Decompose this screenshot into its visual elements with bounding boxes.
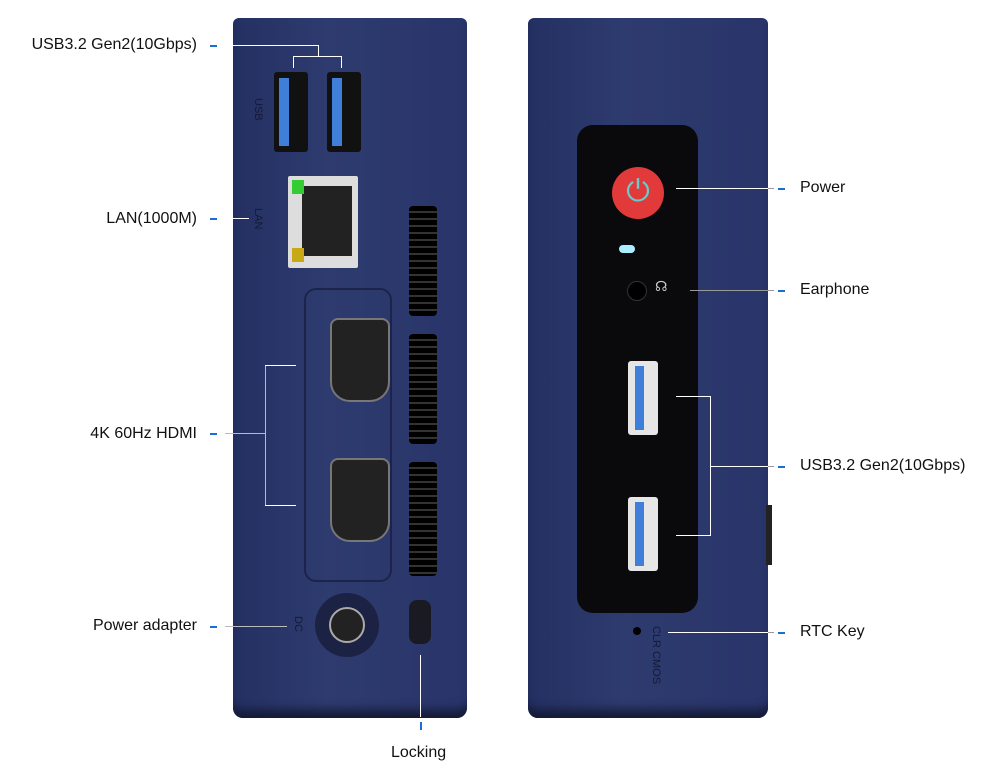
label-rtc-key: RTC Key <box>800 623 865 640</box>
dc-print: DC <box>292 616 304 632</box>
label-usb-front: USB3.2 Gen2(10Gbps) <box>800 457 966 474</box>
hdmi-port-2 <box>330 458 390 542</box>
power-icon: ⏻ <box>626 175 650 208</box>
label-hdmi: 4K 60Hz HDMI <box>90 425 197 442</box>
headphone-icon: ☊ <box>655 278 668 294</box>
label-locking: Locking <box>391 744 447 761</box>
label-usb-rear: USB3.2 Gen2(10Gbps) <box>31 36 197 53</box>
label-power: Power <box>800 179 846 196</box>
hdmi-port-1 <box>330 318 390 402</box>
front-usb-port-2 <box>628 497 658 571</box>
vent <box>409 462 437 576</box>
status-led <box>619 245 635 253</box>
front-usb-port-1 <box>628 361 658 435</box>
usb-print: USB <box>252 98 264 121</box>
lan-port <box>288 176 358 268</box>
dc-jack <box>315 593 379 657</box>
vent <box>409 206 437 316</box>
label-earphone: Earphone <box>800 281 870 298</box>
clr-cmos-print: CLR CMOS <box>650 626 662 685</box>
usb-port-1 <box>274 72 308 152</box>
usb-port-2 <box>327 72 361 152</box>
rtc-key-hole <box>633 627 641 635</box>
vent <box>409 334 437 444</box>
earphone-jack <box>627 281 647 301</box>
side-button <box>766 505 772 565</box>
label-lan: LAN(1000M) <box>106 210 197 227</box>
lock-slot <box>409 600 431 644</box>
hdmi-panel <box>304 288 392 582</box>
lan-print: LAN <box>252 208 264 230</box>
power-button[interactable]: ⏻ <box>612 167 664 219</box>
label-power-adapter: Power adapter <box>92 617 197 634</box>
